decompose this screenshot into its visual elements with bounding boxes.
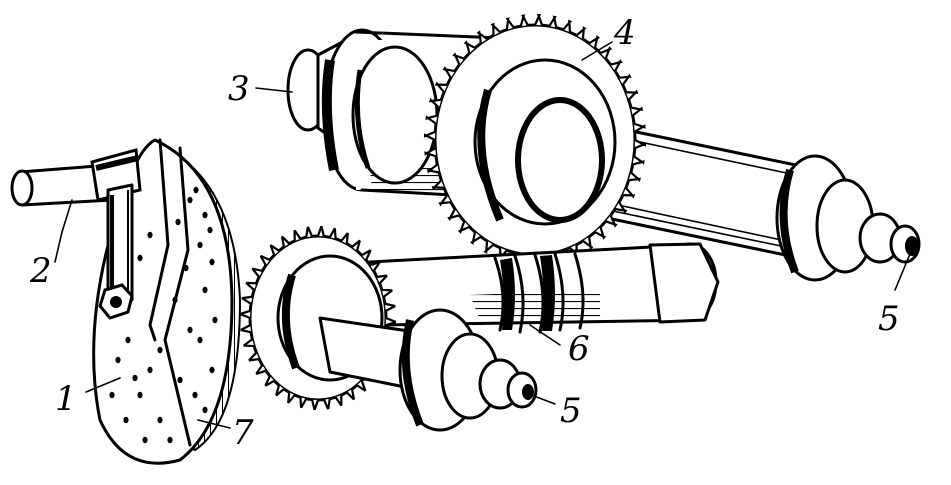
crank-handle — [10, 148, 142, 320]
upper-right-collar — [775, 154, 921, 282]
lower-front-shaft — [318, 308, 538, 432]
worm-threads — [493, 252, 585, 334]
label-worm: 6 — [568, 329, 590, 369]
upper-gear — [423, 13, 647, 267]
label-shaft-end-upper: 5 — [878, 299, 900, 339]
lower-shaft-assembly — [239, 225, 720, 432]
label-disc-rim: 7 — [232, 413, 254, 453]
callout-labels: 3 4 5 2 1 6 5 7 — [29, 13, 911, 453]
upper-shaft-assembly — [286, 13, 921, 282]
label-shaft-end-lower: 5 — [560, 391, 582, 431]
label-end-support: 3 — [228, 69, 250, 109]
label-handle: 2 — [29, 251, 52, 291]
label-crank-disc: 1 — [55, 379, 77, 419]
label-upper-gear: 4 — [613, 13, 636, 53]
